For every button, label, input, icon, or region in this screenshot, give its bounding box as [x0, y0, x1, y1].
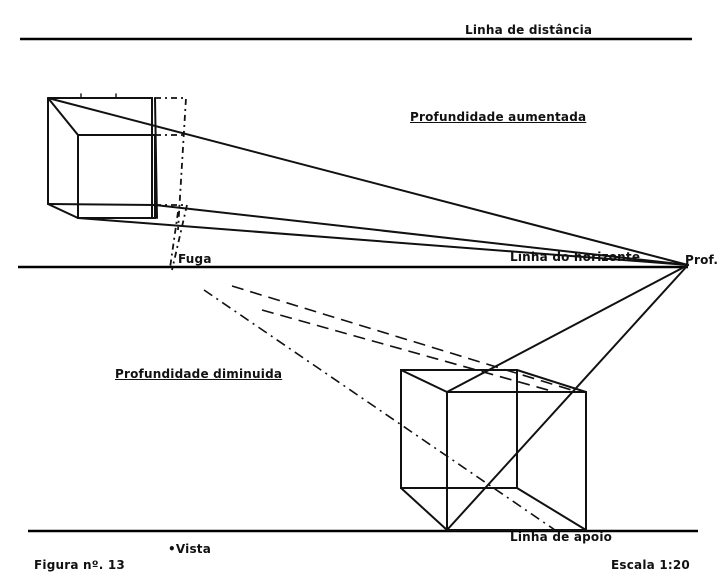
- lower-cube-edge: [516, 487, 587, 531]
- upper-cube-front-face: [77, 134, 156, 219]
- depth-point-label: Prof.: [685, 253, 719, 267]
- vanishing-label: Fuga: [178, 252, 212, 266]
- lower-cube-edge: [400, 487, 448, 531]
- upper-cube-bottom-edge: [47, 203, 156, 206]
- depth-increased-label: Profundidade aumentada: [410, 110, 587, 124]
- fuga-dashed-line: [171, 204, 188, 271]
- figure-title: Figura nº. 13: [34, 558, 125, 572]
- lower-cube: [400, 369, 587, 531]
- projection-line: [446, 264, 689, 393]
- support-line-label: Linha de apoio: [510, 530, 613, 544]
- dashdot-line: [203, 289, 556, 531]
- projection-line: [154, 204, 689, 266]
- lower-cube-edge: [400, 369, 448, 393]
- projection-line: [47, 97, 689, 266]
- fuga-dashed-line: [169, 211, 179, 269]
- upper-cube: [47, 93, 188, 271]
- horizon-line-label: Linha do horizonte: [510, 250, 641, 264]
- dashed-line: [231, 285, 579, 393]
- dashed-line: [261, 309, 556, 393]
- view-label: •Vista: [168, 542, 212, 556]
- scale-label: Escala 1:20: [611, 558, 690, 572]
- lower-cube-back-face: [400, 369, 518, 489]
- projection-line: [446, 264, 689, 531]
- distance-line-label: Linha de distância: [465, 23, 593, 37]
- upper-cube-top-diagonal: [47, 97, 79, 136]
- upper-cube-extension: [155, 97, 187, 231]
- depth-decreased-label: Profundidade diminuida: [115, 367, 283, 381]
- upper-cube-right-edge: [154, 97, 158, 219]
- projection-line: [77, 217, 689, 266]
- lower-cube-front-face: [446, 391, 587, 531]
- lower-cube-edge: [516, 369, 587, 393]
